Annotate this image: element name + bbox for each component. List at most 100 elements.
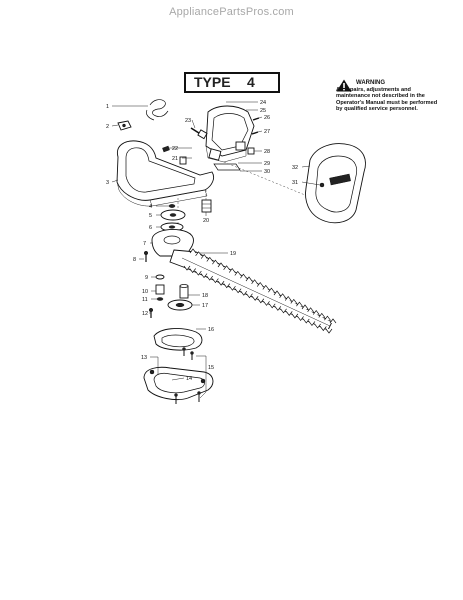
label-9: 9 xyxy=(145,275,148,281)
part-7-gear-case xyxy=(151,229,194,257)
blade-tooth xyxy=(279,293,286,299)
blade-tooth xyxy=(308,321,316,327)
part-29-30-housing-pieces xyxy=(208,148,241,171)
blade-tooth xyxy=(314,323,321,329)
label-5: 5 xyxy=(149,213,152,219)
blade-tooth xyxy=(234,288,242,294)
blade-tooth xyxy=(285,311,293,316)
blade-tooth xyxy=(206,256,214,262)
label-10: 10 xyxy=(142,289,148,295)
blade-tooth xyxy=(318,312,326,318)
blade-tooth xyxy=(284,296,292,301)
part-14-lower-guard xyxy=(143,366,214,401)
label-14: 14 xyxy=(186,376,192,382)
part-11-washer xyxy=(156,297,164,301)
label-12: 12 xyxy=(142,311,148,317)
label-28: 28 xyxy=(264,149,270,155)
blade-tooth xyxy=(195,270,202,276)
blade-tooth xyxy=(268,287,275,293)
label-4: 4 xyxy=(149,204,152,210)
blade-tooth xyxy=(301,304,309,310)
part-3-handle-frame xyxy=(116,140,215,207)
part-4-washer xyxy=(168,204,176,208)
blade-tooth xyxy=(268,303,276,309)
blade-tooth xyxy=(195,251,202,257)
blade-tooth xyxy=(296,301,303,307)
blade-tooth xyxy=(291,313,299,319)
part-10-crank xyxy=(155,284,165,295)
part-19-blade xyxy=(169,248,337,334)
label-13: 13 xyxy=(141,355,147,361)
part-18-pin xyxy=(179,284,189,299)
blade-tooth xyxy=(297,316,304,321)
blade-tooth xyxy=(324,315,331,321)
blade-tooth xyxy=(274,306,282,311)
label-31: 31 xyxy=(292,180,298,186)
blade-tooth xyxy=(251,279,258,285)
blade-tooth xyxy=(200,273,208,279)
blade-tooth xyxy=(183,265,191,271)
type-label: TYPE xyxy=(194,74,231,90)
part-5-gear xyxy=(160,209,186,221)
blade-tooth xyxy=(189,248,197,254)
warning-body: All repairs, adjustments and maintenance… xyxy=(336,86,438,113)
label-25: 25 xyxy=(260,108,266,114)
blade-tooth xyxy=(200,254,208,259)
part-16-cover xyxy=(153,328,203,351)
warning-title: WARNING xyxy=(356,80,385,86)
label-24: 24 xyxy=(260,100,266,106)
blade-tooth xyxy=(329,318,337,324)
label-1: 1 xyxy=(106,104,109,110)
label-23: 23 xyxy=(185,118,191,124)
blade-tooth xyxy=(212,278,219,284)
label-16: 16 xyxy=(208,327,214,333)
blade-tooth xyxy=(262,284,270,290)
part-32-front-guard xyxy=(305,143,366,224)
blade-tooth xyxy=(234,270,242,276)
blade-tooth xyxy=(246,293,253,299)
blade-tooth xyxy=(256,282,264,287)
blade-tooth xyxy=(303,318,310,324)
label-17: 17 xyxy=(202,303,208,309)
blade-tooth xyxy=(223,265,230,271)
type-number: 4 xyxy=(247,74,255,90)
label-8: 8 xyxy=(133,257,136,263)
label-3: 3 xyxy=(106,180,109,186)
blade-tooth xyxy=(263,301,270,306)
label-11: 11 xyxy=(142,297,148,303)
blade-tooth xyxy=(251,296,259,301)
label-18: 18 xyxy=(202,293,208,299)
blade-tooth xyxy=(307,307,314,313)
label-21: 21 xyxy=(172,156,178,162)
part-1-wire-harness xyxy=(146,99,169,121)
blade-tooth xyxy=(240,290,248,296)
blade-tooth xyxy=(229,285,236,291)
part-15-screws xyxy=(174,391,201,404)
blade-tooth xyxy=(245,276,253,282)
site-header: AppliancePartsPros.com xyxy=(169,6,294,18)
blade-tooth xyxy=(312,310,320,315)
blade-tooth xyxy=(280,308,287,314)
part-12-screw xyxy=(148,307,154,318)
blade-tooth xyxy=(189,268,196,274)
part-21-22-clips xyxy=(162,145,187,165)
label-20: 20 xyxy=(203,218,209,224)
blade-tooth xyxy=(217,280,225,286)
part-8-screw xyxy=(143,250,149,262)
part-23-screw xyxy=(190,127,208,140)
part-9-bushing xyxy=(155,274,165,280)
part-labels: 1 2 3 4 5 6 7 8 9 10 11 12 13 14 15 16 1… xyxy=(106,100,298,382)
blade-tooth xyxy=(223,283,231,289)
part-26-28-screws xyxy=(235,117,260,155)
label-27: 27 xyxy=(264,129,270,135)
warning-triangle-icon xyxy=(336,79,352,92)
part-20-spring xyxy=(201,199,212,213)
type-box: TYPE 4 xyxy=(184,72,280,93)
label-6: 6 xyxy=(149,225,152,231)
label-2: 2 xyxy=(106,124,109,130)
label-22: 22 xyxy=(172,146,178,152)
label-19: 19 xyxy=(230,251,236,257)
warning-notice: WARNING All repairs, adjustments and mai… xyxy=(336,79,440,113)
blade-tooth xyxy=(273,290,281,296)
